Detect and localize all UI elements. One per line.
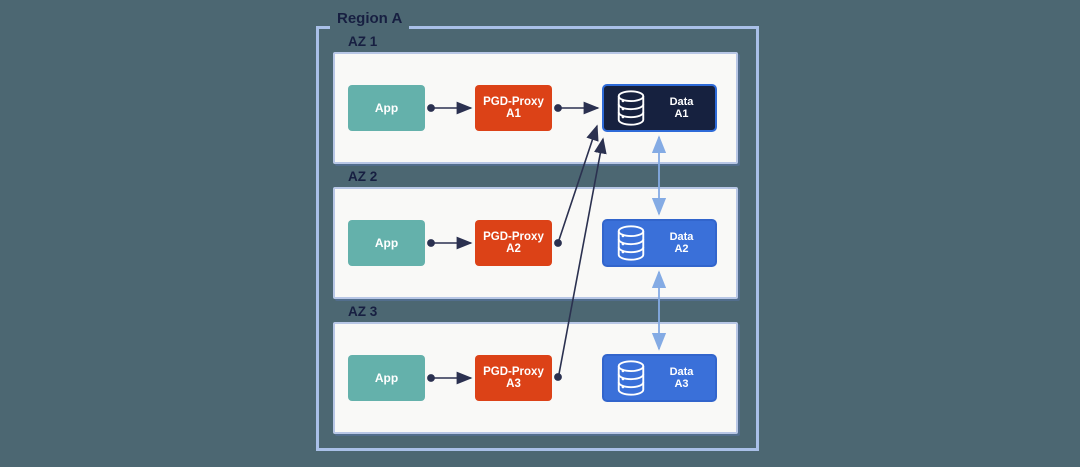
az1-data-node: Data A1 bbox=[602, 84, 717, 132]
az3-data-label: Data A3 bbox=[669, 365, 694, 391]
az2-data-label: Data A2 bbox=[669, 230, 694, 256]
az2-app-node: App bbox=[348, 220, 425, 266]
az3-pgd-proxy-node: PGD-Proxy A3 bbox=[475, 355, 552, 401]
az3-proxy-label: PGD-Proxy A3 bbox=[483, 366, 544, 390]
az3-label: AZ 3 bbox=[348, 304, 378, 319]
az1-app-label: App bbox=[374, 101, 399, 115]
az2-pgd-proxy-node: PGD-Proxy A2 bbox=[475, 220, 552, 266]
az3-app-node: App bbox=[348, 355, 425, 401]
az1-data-label: Data A1 bbox=[669, 95, 694, 121]
az3-data-node: Data A3 bbox=[602, 354, 717, 402]
az1-app-node: App bbox=[348, 85, 425, 131]
az2-proxy-label: PGD-Proxy A2 bbox=[483, 231, 544, 255]
database-icon bbox=[617, 360, 645, 396]
az2-label: AZ 2 bbox=[348, 169, 378, 184]
az2-data-node: Data A2 bbox=[602, 219, 717, 267]
database-icon bbox=[617, 225, 645, 261]
az1-pgd-proxy-node: PGD-Proxy A1 bbox=[475, 85, 552, 131]
az1-proxy-label: PGD-Proxy A1 bbox=[483, 96, 544, 120]
database-icon bbox=[617, 90, 645, 126]
region-a-label: Region A bbox=[330, 8, 410, 35]
region-a-boundary bbox=[316, 26, 759, 451]
az2-app-label: App bbox=[374, 236, 399, 250]
az3-app-label: App bbox=[374, 371, 399, 385]
az1-label: AZ 1 bbox=[348, 34, 378, 49]
